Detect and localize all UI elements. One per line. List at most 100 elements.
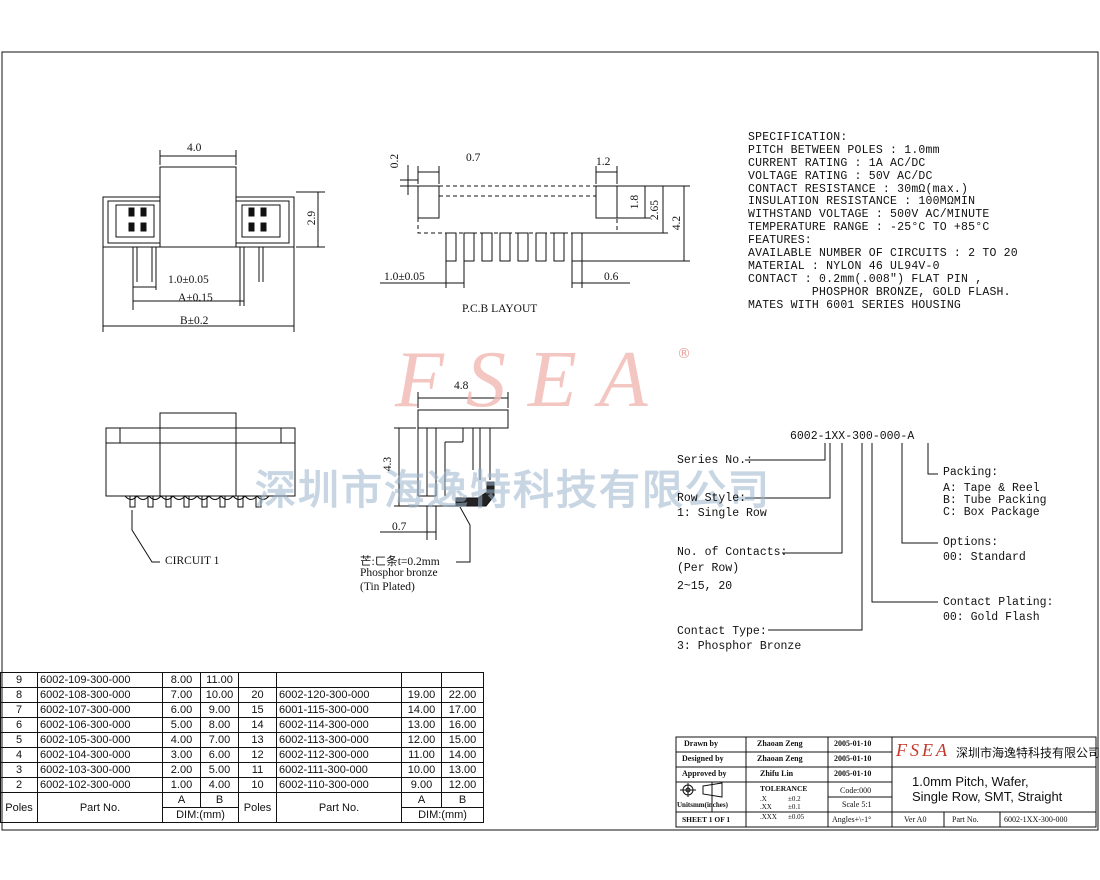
dim-2-9: 2.9 [306, 210, 319, 226]
dim-a: A±0.15 [178, 292, 213, 304]
cell-dim-b-2: 16.00 [441, 717, 484, 733]
specification-block: SPECIFICATION:PITCH BETWEEN POLES : 1.0m… [748, 131, 1018, 312]
pcb-dim-2-65: 2.65 [649, 199, 662, 221]
tol-xxx-value: ±0.05 [788, 813, 805, 821]
spec-line: PHOSPHOR BRONZE, GOLD FLASH. [748, 285, 1011, 299]
contact-type-value: 3: Phosphor Bronze [677, 640, 802, 653]
drawn-by-date: 2005-01-10 [834, 739, 872, 748]
cell-poles-2 [238, 672, 277, 688]
version: Ver A0 [904, 815, 927, 824]
cell-poles-2: 15 [238, 702, 277, 718]
part-no-label: Part No. [952, 815, 979, 824]
spec-line: INSULATION RESISTANCE : 100MΩMIN [748, 195, 976, 209]
packing-c: C: Box Package [943, 506, 1040, 519]
pcb-dim-0-7: 0.7 [466, 152, 481, 164]
bottom-view [105, 412, 296, 563]
designed-by-date: 2005-01-10 [834, 754, 872, 763]
plating-label: Contact Plating: [943, 596, 1054, 609]
header-dim-2: DIM:(mm) [401, 807, 484, 823]
part-number-code: 6002-1XX-300-000-A [790, 430, 915, 443]
cell-dim-b: 6.00 [200, 747, 239, 763]
contacts-per-row: (Per Row) [677, 562, 740, 575]
cell-dim-b-2: 13.00 [441, 762, 484, 778]
drawing-title-line-2: Single Row, SMT, Straight [912, 789, 1063, 804]
spec-line: FEATURES: [748, 234, 812, 248]
cell-dim-a-2: 12.00 [401, 732, 442, 748]
pcb-layout-view [380, 165, 690, 288]
cell-poles: 5 [0, 732, 38, 748]
pcb-dim-0-6: 0.6 [604, 271, 619, 283]
cell-dim-a: 8.00 [162, 672, 201, 688]
cell-dim-b: 11.00 [200, 672, 239, 688]
cell-poles: 9 [0, 672, 38, 688]
cell-part-no: 6002-103-300-000 [37, 762, 163, 778]
dim-pitch: 1.0±0.05 [168, 274, 209, 286]
pcb-dim-1-8: 1.8 [629, 194, 642, 210]
cell-dim-b-2 [441, 672, 484, 688]
spec-line: CONTACT : 0.2mm(.008") FLAT PIN , [748, 272, 983, 286]
cell-part-no: 6002-109-300-000 [37, 672, 163, 688]
dim-b: B±0.2 [180, 315, 209, 327]
spec-line: SPECIFICATION: [748, 131, 848, 144]
drawn-by-name: Zhaoan Zeng [757, 739, 803, 748]
title-block-grid [675, 736, 1097, 828]
cell-dim-b-2: 12.00 [441, 777, 484, 793]
cell-part-no-2: 6002-114-300-000 [276, 717, 402, 733]
cell-dim-a-2: 14.00 [401, 702, 442, 718]
contacts-label: No. of Contacts: [677, 546, 788, 559]
approved-by-date: 2005-01-10 [834, 769, 872, 778]
cell-part-no-2: 6002-110-300-000 [276, 777, 402, 793]
row-style-label: Row Style: [677, 492, 747, 505]
spec-line: WITHSTAND VOLTAGE : 500V AC/MINUTE [748, 208, 990, 222]
row-style-value: 1: Single Row [677, 507, 767, 520]
tol-xx: .XX [760, 803, 772, 811]
cell-dim-a: 7.00 [162, 687, 201, 703]
packing-label: Packing: [943, 466, 999, 479]
cell-dim-b: 9.00 [200, 702, 239, 718]
header-part-no-2: Part No. [276, 792, 402, 823]
spec-line: VOLTAGE RATING : 50V AC/DC [748, 169, 933, 183]
header-b: B [200, 792, 239, 808]
tol-xx-value: ±0.1 [788, 803, 801, 811]
cell-part-no-2: 6002-111-300-000 [276, 762, 402, 778]
cell-poles-2: 14 [238, 717, 277, 733]
contact-note-material: Phosphor bronze [360, 567, 438, 579]
cell-dim-b-2: 22.00 [441, 687, 484, 703]
plating-value: 00: Gold Flash [943, 611, 1040, 624]
series-label: Series No.: [677, 454, 753, 467]
drawing-title-line-1: 1.0mm Pitch, Wafer, [912, 774, 1029, 789]
approved-by-label: Approved by [682, 769, 727, 778]
contacts-range: 2~15, 20 [677, 580, 733, 593]
spec-line: CURRENT RATING : 1A AC/DC [748, 156, 926, 170]
tol-xxx: .XXX [760, 813, 777, 821]
code-value: Code:000 [840, 786, 872, 795]
pcb-layout-title: P.C.B LAYOUT [462, 303, 538, 315]
spec-line: TEMPERATURE RANGE : -25°C TO +85°C [748, 221, 990, 235]
part-no-value: 6002-1XX-300-000 [1004, 815, 1068, 824]
cell-poles-2: 11 [238, 762, 277, 778]
options-value: 00: Standard [943, 551, 1026, 564]
circuit-1-label: CIRCUIT 1 [165, 555, 220, 567]
options-label: Options: [943, 536, 999, 549]
header-part-no: Part No. [37, 792, 163, 823]
cell-poles-2: 12 [238, 747, 277, 763]
cell-dim-b-2: 15.00 [441, 732, 484, 748]
approved-by-name: Zhifu Lin [760, 769, 794, 778]
packing-a: A: Tape & Reel [943, 482, 1040, 495]
cell-part-no: 6002-102-300-000 [37, 777, 163, 793]
cell-dim-a: 2.00 [162, 762, 201, 778]
pcb-dim-4-2: 4.2 [671, 215, 684, 231]
cell-part-no: 6002-104-300-000 [37, 747, 163, 763]
pcb-dim-pitch: 1.0±0.05 [384, 271, 425, 283]
watermark-logo: FSEA [395, 336, 670, 424]
cell-part-no: 6002-105-300-000 [37, 732, 163, 748]
cell-poles: 2 [0, 777, 38, 793]
cell-part-no-2: 6002-120-300-000 [276, 687, 402, 703]
side-dim-4-8: 4.8 [454, 380, 469, 392]
cell-dim-b: 7.00 [200, 732, 239, 748]
side-view [380, 392, 509, 563]
